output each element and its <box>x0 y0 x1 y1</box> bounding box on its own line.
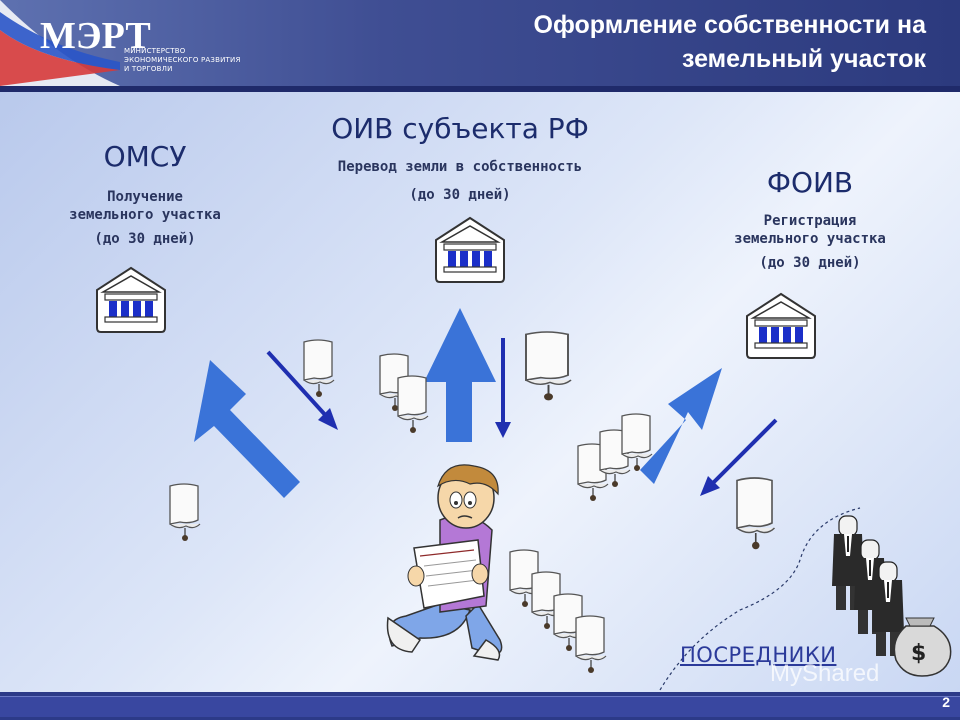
omsu-line1: Получение <box>107 189 183 205</box>
ministry-name: МИНИСТЕРСТВО ЭКОНОМИЧЕСКОГО РАЗВИТИЯ И Т… <box>124 47 241 74</box>
ministry-line2: ЭКОНОМИЧЕСКОГО РАЗВИТИЯ <box>124 56 241 64</box>
omsu-description: Получение земельного участка (до 30 дней… <box>30 188 260 248</box>
ministry-line1: МИНИСТЕРСТВО <box>124 47 186 55</box>
dashed-boundary <box>659 507 861 691</box>
oiv-building-icon <box>435 217 505 283</box>
oiv-title: ОИВ субъекта РФ <box>331 112 589 145</box>
page-title: Оформление собственности на земельный уч… <box>386 8 926 76</box>
arrow-from-foiv-icon <box>700 418 778 496</box>
money-symbol: $ <box>911 641 926 666</box>
oiv-term: (до 30 дней) <box>409 187 511 203</box>
page-title-line2: земельный участок <box>681 45 926 73</box>
omsu-title: ОМСУ <box>103 140 187 173</box>
foiv-description: Регистрация земельного участка (до 30 дн… <box>690 212 930 272</box>
arrow-to-oiv-icon <box>424 308 496 442</box>
omsu-term: (до 30 дней) <box>94 231 196 247</box>
logo-icon: МЭРТ <box>0 0 151 86</box>
page-title-line1: Оформление собственности на <box>533 11 926 39</box>
footer-bar <box>0 692 960 720</box>
foiv-building-icon <box>746 293 816 359</box>
watermark: MyShared <box>770 660 880 687</box>
omsu-building-icon <box>96 267 166 333</box>
intermediaries-link[interactable]: ПОСРЕДНИКИ <box>680 643 837 667</box>
businessmen-icon <box>831 515 905 657</box>
ministry-line3: И ТОРГОВЛИ <box>124 65 173 73</box>
arrow-from-omsu-icon <box>266 350 338 430</box>
money-bag-icon: $ <box>893 617 952 677</box>
foiv-title: ФОИВ <box>766 166 854 199</box>
foiv-line2: земельного участка <box>734 231 886 247</box>
header-divider <box>0 86 960 92</box>
arrow-to-omsu-icon <box>194 360 300 498</box>
arrow-from-oiv-icon <box>495 338 511 438</box>
foiv-line1: Регистрация <box>763 213 857 229</box>
omsu-line2: земельного участка <box>69 207 221 223</box>
oiv-description: Перевод земли в собственность (до 30 дне… <box>290 158 630 204</box>
oiv-line1: Перевод земли в собственность <box>337 159 583 175</box>
person-with-papers-icon <box>386 464 503 661</box>
page-number: 2 <box>942 694 950 710</box>
logo-text: МЭРТ <box>40 15 151 57</box>
foiv-term: (до 30 дней) <box>759 255 861 271</box>
arrow-to-foiv-icon <box>640 368 722 484</box>
header-bar <box>0 0 960 86</box>
